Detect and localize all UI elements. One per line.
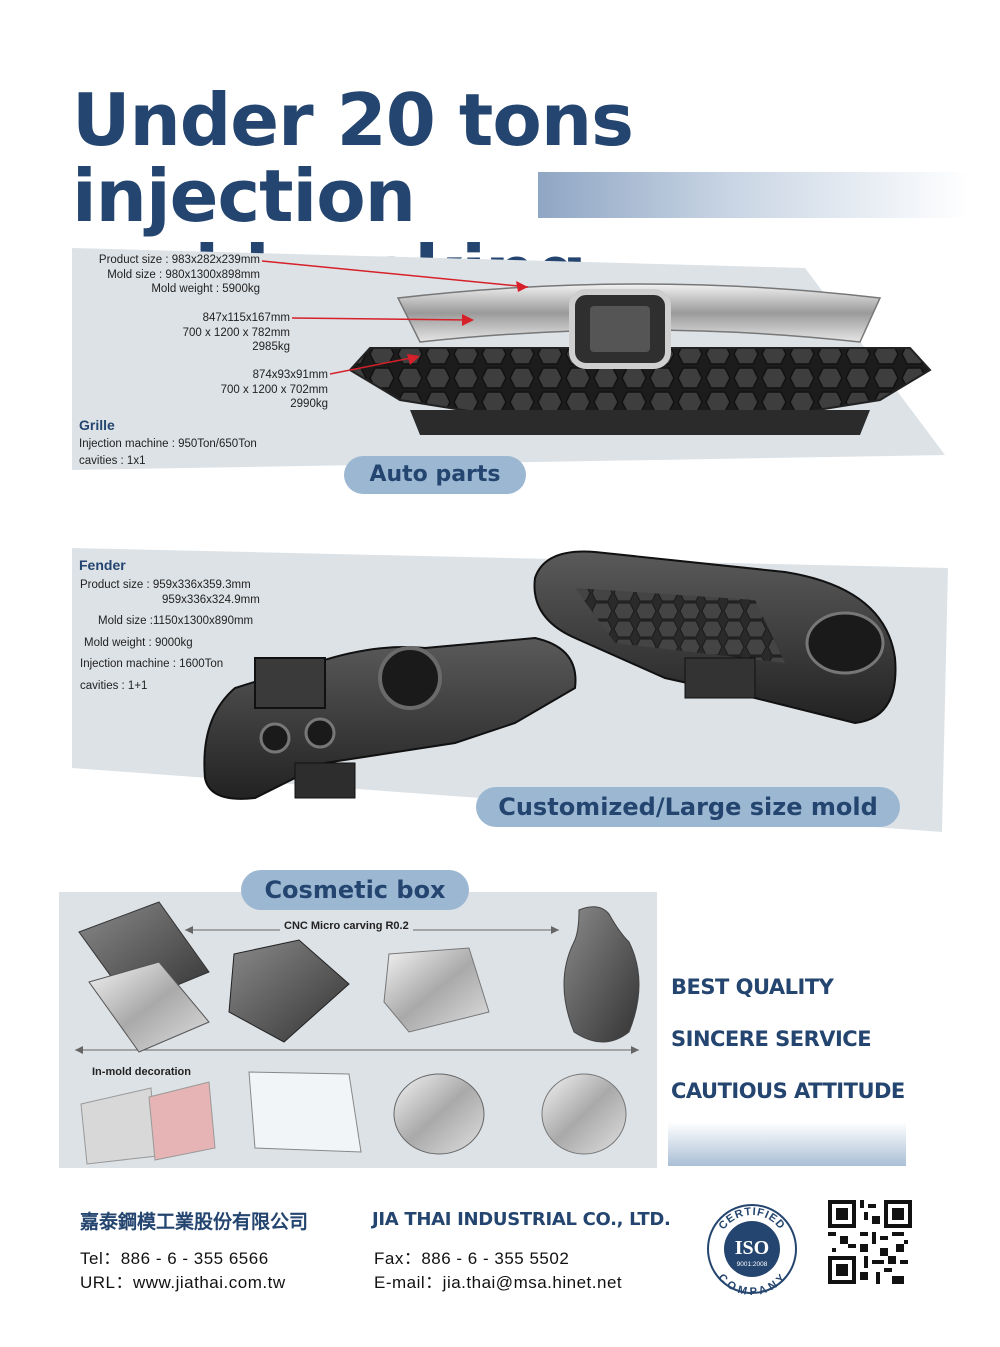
spec-block-mid-grille: 847x115x167mm 700 x 1200 x 782mm 2985kg xyxy=(110,311,290,355)
footer-tel: Tel：886 - 6 - 355 6566 xyxy=(80,1249,269,1268)
slogan-cautious-attitude: CAUTIOUS ATTITUDE xyxy=(671,1079,905,1103)
product-name-grille: Grille xyxy=(79,417,115,433)
spec-line: 2990kg xyxy=(290,398,328,410)
imd-label: In-mold decoration xyxy=(88,1066,195,1078)
company-name-english: JIA THAI INDUSTRIAL CO., LTD. xyxy=(372,1209,671,1230)
qr-code-icon[interactable] xyxy=(828,1200,912,1284)
cnc-label: CNC Micro carving R0.2 xyxy=(280,920,413,932)
cosmetic-box-pill: Cosmetic box xyxy=(241,870,469,910)
spec-line: Mold weight : 5900kg xyxy=(151,283,260,295)
leader-lines xyxy=(261,260,529,375)
customized-mold-pill: Customized/Large size mold xyxy=(476,787,900,827)
spec-block-bottom-grille: 874x93x91mm 700 x 1200 x 702mm 2990kg xyxy=(148,368,328,412)
iso-badge-center: ISO xyxy=(735,1237,769,1259)
fender-title: Fender xyxy=(79,557,126,573)
fender-image xyxy=(203,550,897,800)
slogan-sincere-service: SINCERE SERVICE xyxy=(671,1027,872,1051)
spec-block-top-grille: Product size : 983x282x239mm Mold size :… xyxy=(60,253,260,297)
grille-cavities: cavities : 1x1 xyxy=(79,455,146,467)
fender-mold-weight: Mold weight : 9000kg xyxy=(84,637,193,649)
slogan-best-quality: BEST QUALITY xyxy=(671,975,834,999)
spec-line: 700 x 1200 x 702mm xyxy=(220,383,328,396)
spec-line: 2985kg xyxy=(252,341,290,353)
spec-line: 874x93x91mm xyxy=(252,369,328,381)
auto-parts-pill: Auto parts xyxy=(344,456,526,494)
iso-badge-sub: 9001:2008 xyxy=(737,1261,768,1268)
headline-gradient-bar xyxy=(538,172,968,218)
fender-machine: Injection machine : 1600Ton xyxy=(80,658,224,670)
spec-line: 700 x 1200 x 782mm xyxy=(182,326,290,339)
footer-url: URL：www.jiathai.com.tw xyxy=(80,1273,286,1292)
company-name-chinese: 嘉泰鋼模工業股份有限公司 xyxy=(80,1211,309,1233)
spec-line: Mold size : 980x1300x898mm xyxy=(107,268,260,281)
grille-image xyxy=(348,283,932,435)
fender-cavities: cavities : 1+1 xyxy=(80,680,148,692)
grille-machine: Injection machine : 950Ton/650Ton xyxy=(79,438,257,450)
iso-certified-badge-icon: CERTIFIED COMPANY ISO 9001:2008 xyxy=(707,1204,797,1295)
spec-line: 847x115x167mm xyxy=(202,312,290,324)
fender-product-size-2: 959x336x324.9mm xyxy=(162,594,260,606)
spec-line: Product size : 983x282x239mm xyxy=(98,254,260,266)
slogan-gradient-bar xyxy=(668,1122,906,1166)
footer-email: E-mail：jia.thai@msa.hinet.net xyxy=(374,1273,623,1292)
headline-line-1: Under 20 tons injection xyxy=(72,78,634,238)
footer-fax: Fax：886 - 6 - 355 5502 xyxy=(374,1249,570,1268)
cosmetic-images xyxy=(75,901,640,1165)
fender-mold-size: Mold size :1150x1300x890mm xyxy=(98,615,254,627)
fender-product-size-1: Product size : 959x336x359.3mm xyxy=(80,579,251,591)
